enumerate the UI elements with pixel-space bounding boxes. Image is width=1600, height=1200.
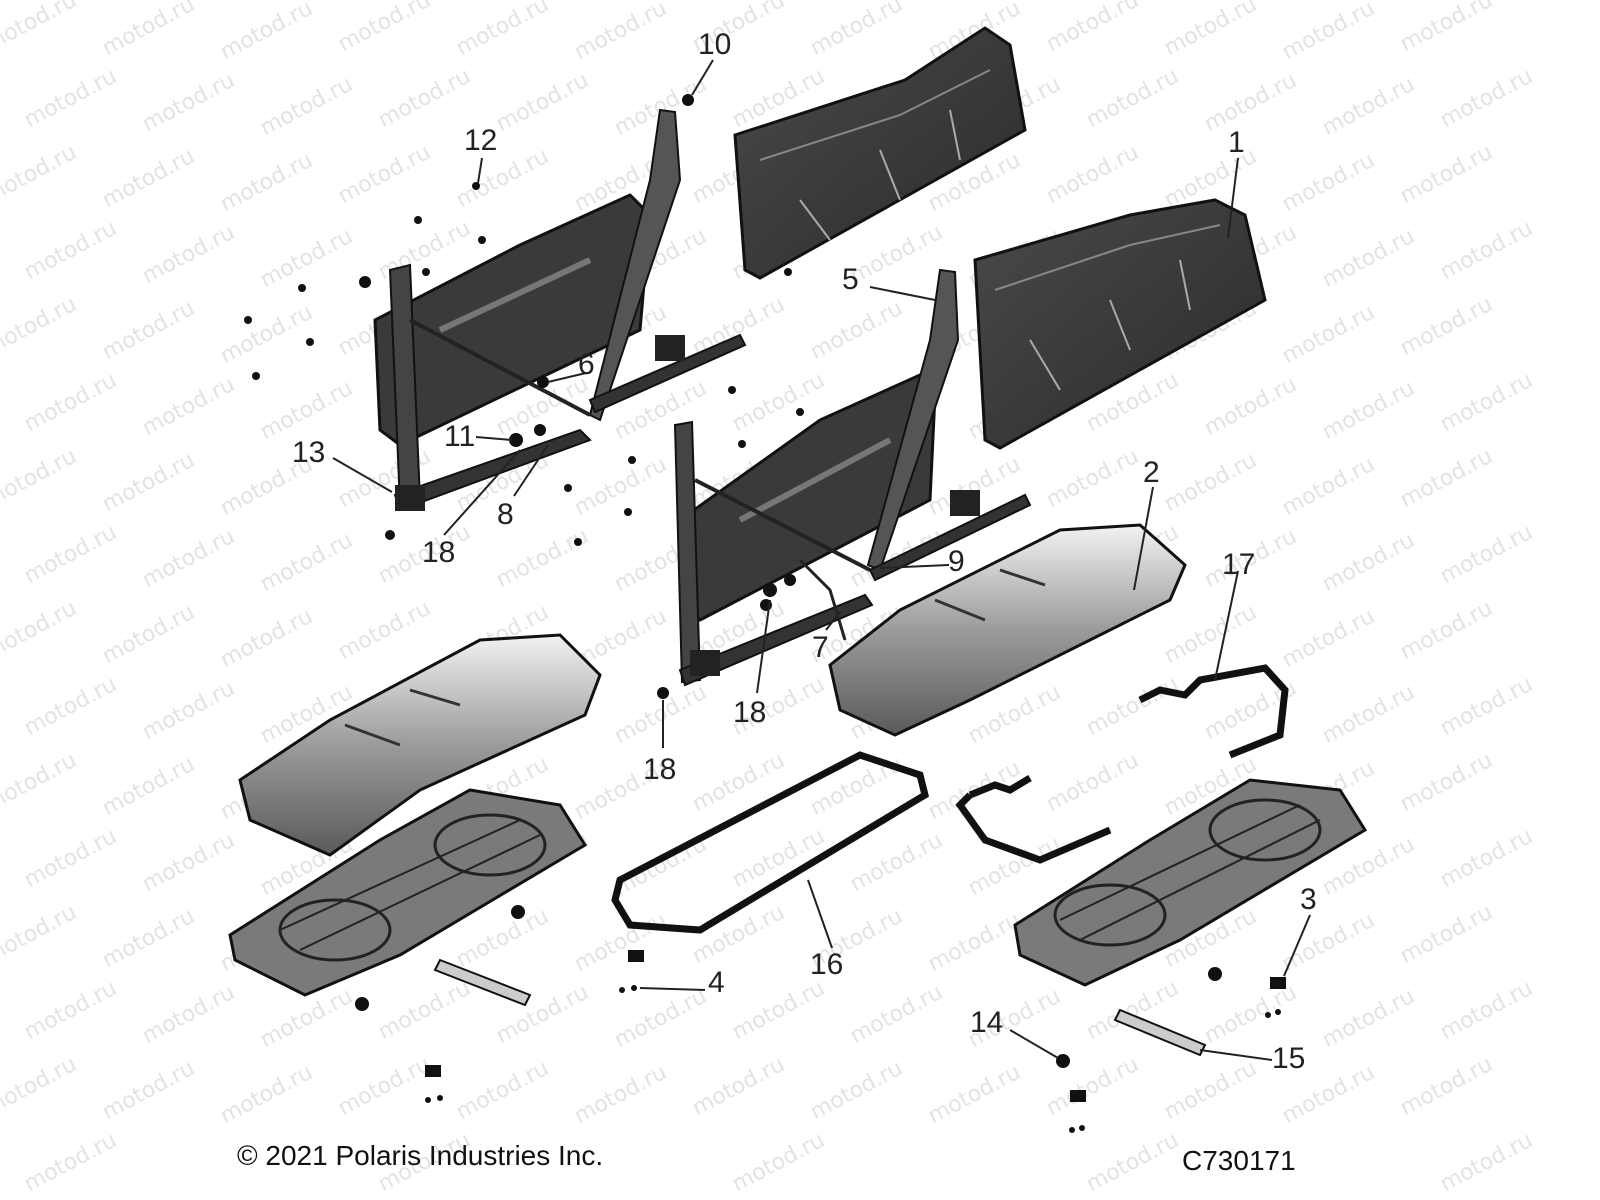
copyright-text: © 2021 Polaris Industries Inc.: [237, 1140, 604, 1171]
seat-back-lower: [973, 198, 1267, 450]
callout-15: 15: [1272, 1042, 1306, 1075]
callout-11: 11: [444, 420, 476, 453]
fasteners: [244, 94, 1286, 1133]
bracket-right: [1113, 1008, 1207, 1057]
callout-4: 4: [708, 966, 725, 999]
seal-gasket: [611, 751, 930, 934]
leader-lines: [332, 59, 1311, 1061]
callout-6: 6: [578, 348, 595, 381]
callout-9: 9: [948, 545, 965, 578]
callout-5: 5: [842, 263, 859, 296]
callout-3: 3: [1300, 883, 1317, 916]
callout-7: 7: [812, 631, 829, 664]
seat-back-upper: [733, 26, 1027, 280]
bracket-left: [433, 958, 532, 1007]
callout-12: 12: [464, 124, 498, 157]
callout-2: 2: [1143, 456, 1160, 489]
callout-1: 1: [1228, 126, 1245, 159]
callout-10: 10: [698, 28, 732, 61]
seat-frame-left: [373, 108, 747, 512]
seat-cushion-left: [238, 633, 602, 857]
callout-16: 16: [810, 948, 844, 981]
figure-code: C730171: [1182, 1145, 1296, 1176]
callout-18-center: 18: [733, 696, 767, 729]
callout-18-lower: 18: [643, 753, 677, 786]
callout-18-left: 18: [422, 536, 456, 569]
seat-cushion-right: [828, 523, 1187, 737]
seat-base-right: [1013, 778, 1368, 987]
callout-8: 8: [497, 498, 514, 531]
callout-14: 14: [970, 1006, 1004, 1039]
rod-lower: [955, 774, 1112, 864]
rod-upper: [1138, 664, 1289, 759]
seat-base-left: [228, 788, 588, 997]
seat-frame-right: [673, 268, 1032, 687]
callout-17: 17: [1222, 548, 1256, 581]
callout-13: 13: [292, 436, 326, 469]
